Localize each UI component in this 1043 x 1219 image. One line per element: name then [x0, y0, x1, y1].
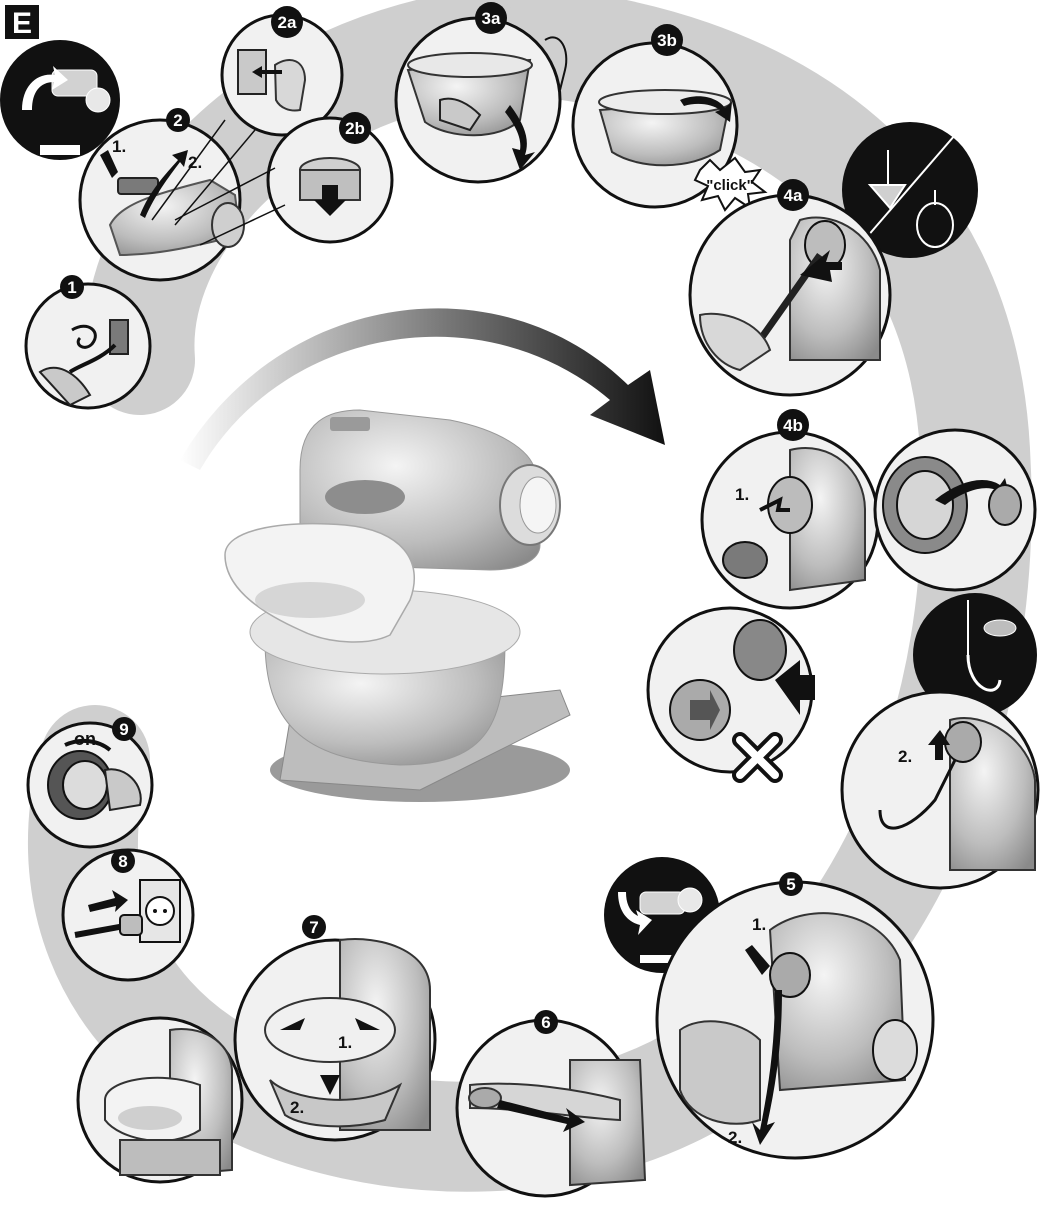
step-4b-panel: 1. 4b: [702, 409, 878, 608]
step-7-panel: 1. 2. 7: [235, 915, 435, 1140]
step-2-sub-2: 2.: [188, 153, 202, 172]
socket-icon: [140, 880, 180, 942]
step-5-sub-2: 2.: [728, 1128, 742, 1147]
step-3b-badge: 3b: [657, 31, 677, 50]
step-4b-badge: 4b: [783, 416, 803, 435]
step-2-badge: 2: [173, 111, 182, 130]
step-5-sub-1: 1.: [752, 915, 766, 934]
section-letter: E: [5, 5, 39, 40]
mixer-main-illustration: [225, 410, 570, 802]
step-7-sub-2: 2.: [290, 1098, 304, 1117]
step-2a-badge: 2a: [278, 13, 297, 32]
step-7-badge: 7: [309, 918, 318, 937]
step-4b-sub-2: 2.: [898, 747, 912, 766]
step-4b-detail-wrong: [648, 608, 815, 775]
step-4b-detail-correct: [875, 430, 1035, 590]
step-7-result-panel: [78, 1018, 242, 1182]
step-1-badge: 1: [67, 278, 76, 297]
click-callout: "click": [706, 177, 754, 194]
step-4b-sub-1: 1.: [735, 485, 749, 504]
step-4a-badge: 4a: [784, 186, 803, 205]
step-8-panel: 8: [63, 849, 193, 980]
step-9-badge: 9: [119, 720, 128, 739]
step-7-sub-1: 1.: [338, 1033, 352, 1052]
step-2-sub-1: 1.: [112, 137, 126, 156]
arm-up-inset: [0, 40, 120, 160]
step-8-badge: 8: [118, 852, 127, 871]
svg-text:E: E: [12, 7, 32, 40]
on-label: on: [74, 729, 96, 749]
step-5-badge: 5: [786, 875, 795, 894]
step-4b-hook-panel: 2.: [842, 692, 1038, 888]
step-6-badge: 6: [541, 1013, 550, 1032]
step-2b-badge: 2b: [345, 119, 365, 138]
step-6-panel: 6: [457, 1010, 645, 1196]
step-3a-badge: 3a: [482, 9, 501, 28]
